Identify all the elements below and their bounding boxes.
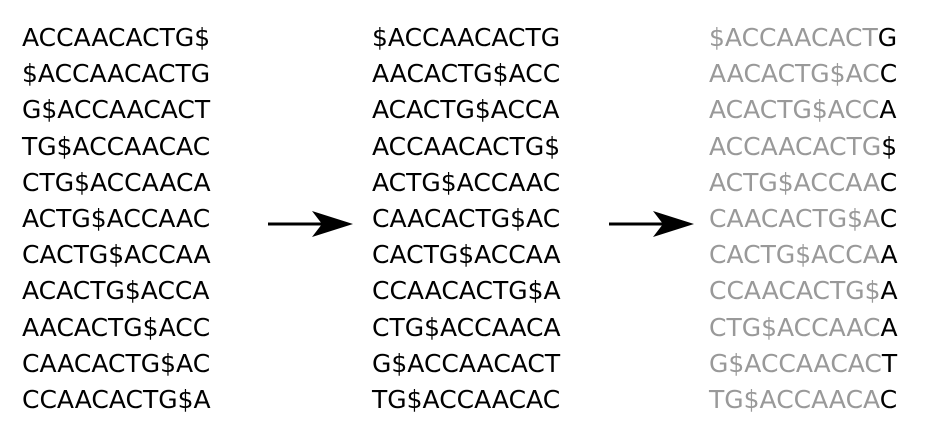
bwt-row-last-char: C <box>879 59 898 89</box>
bwt-column: $ACCAACACTG AACACTG$ACC ACACTG$ACCA ACCA… <box>709 20 898 418</box>
rotation-row: $ACCAACACTG <box>22 59 211 89</box>
bwt-row-last-char: A <box>880 276 898 306</box>
bwt-row-prefix: G$ACCAACAC <box>709 348 882 378</box>
bwt-row: TG$ACCAACAC <box>709 382 898 418</box>
right-arrow-icon <box>268 211 353 237</box>
rotation-row: TG$ACCAACAC <box>22 131 211 161</box>
rotation-row: CACTG$ACCAA <box>22 240 211 270</box>
bwt-row-last-char: A <box>880 312 898 342</box>
rotation-row: ACACTG$ACCA <box>22 276 210 306</box>
sorted-row: CTG$ACCAACA <box>372 312 561 342</box>
sorted-row: ACTG$ACCAAC <box>372 167 561 197</box>
bwt-row-last-char: A <box>880 240 898 270</box>
sorted-row: G$ACCAACACT <box>372 348 561 378</box>
sorted-row: CACTG$ACCAA <box>372 240 561 270</box>
bwt-row-prefix: ACACTG$ACC <box>709 95 880 125</box>
sorted-row: CCAACACTG$A <box>372 276 561 306</box>
bwt-row: G$ACCAACACT <box>709 346 898 382</box>
bwt-row-last-char: $ <box>881 131 898 161</box>
bwt-row: CAACACTG$AC <box>709 201 898 237</box>
bwt-row-last-char: C <box>879 167 898 197</box>
sorted-rotations-column: $ACCAACACTG AACACTG$ACC ACACTG$ACCA ACCA… <box>372 20 561 418</box>
bwt-row-prefix: CTG$ACCAAC <box>709 312 881 342</box>
bwt-row: ACTG$ACCAAC <box>709 165 898 201</box>
rotation-row: AACACTG$ACC <box>22 312 211 342</box>
bwt-row: CCAACACTG$A <box>709 273 898 309</box>
bwt-row: $ACCAACACTG <box>709 20 898 56</box>
sorted-row: AACACTG$ACC <box>372 59 561 89</box>
bwt-row-prefix: CCAACACTG$ <box>709 276 881 306</box>
rotation-row: G$ACCAACACT <box>22 95 211 125</box>
rotation-row: CCAACACTG$A <box>22 384 211 414</box>
bwt-row-prefix: CAACACTG$A <box>709 203 880 233</box>
bwt-row-prefix: TG$ACCAACA <box>709 384 880 414</box>
bwt-row-last-char: C <box>879 203 898 233</box>
bwt-row: ACCAACACTG$ <box>709 129 898 165</box>
sorted-row: ACACTG$ACCA <box>372 95 560 125</box>
bwt-row-last-char: C <box>879 384 898 414</box>
bwt-row-prefix: AACACTG$AC <box>709 59 880 89</box>
rotation-row: ACTG$ACCAAC <box>22 203 211 233</box>
bwt-row-last-char: G <box>877 23 898 52</box>
rotation-row: CTG$ACCAACA <box>22 167 211 197</box>
rotation-row: CAACACTG$AC <box>22 348 211 378</box>
sorted-row: ACCAACACTG$ <box>372 131 561 161</box>
bwt-row-prefix: ACTG$ACCAA <box>709 167 880 197</box>
bwt-row-last-char: A <box>879 95 897 125</box>
bwt-row: CACTG$ACCAA <box>709 237 898 273</box>
bwt-row-last-char: T <box>881 348 898 378</box>
bwt-row: CTG$ACCAACA <box>709 310 898 346</box>
right-arrow-icon <box>609 211 694 237</box>
bwt-row-prefix: ACCAACACTG <box>709 131 882 161</box>
bwt-row-prefix: $ACCAACACT <box>709 23 878 52</box>
sorted-row: TG$ACCAACAC <box>372 384 561 414</box>
bwt-row: ACACTG$ACCA <box>709 92 898 128</box>
bwt-row: AACACTG$ACC <box>709 56 898 92</box>
rotations-column: ACCAACACTG$ $ACCAACACTG G$ACCAACACT TG$A… <box>22 20 211 418</box>
sorted-row: $ACCAACACTG <box>372 23 561 52</box>
bwt-row-prefix: CACTG$ACCA <box>709 240 881 270</box>
rotation-row: ACCAACACTG$ <box>22 23 211 52</box>
sorted-row: CAACACTG$AC <box>372 203 561 233</box>
